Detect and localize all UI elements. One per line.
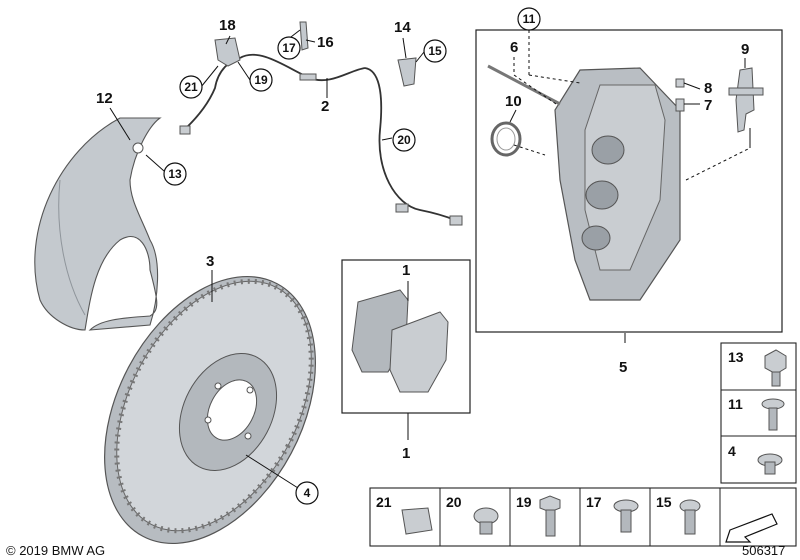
arrow-icon: [725, 513, 778, 543]
fastener-cell-17[interactable]: 17: [586, 494, 639, 533]
callout-12: 12: [96, 90, 113, 107]
dust-shield[interactable]: [34, 117, 162, 331]
callout-1b: 1: [402, 445, 410, 462]
svg-text:19: 19: [516, 494, 532, 510]
svg-text:15: 15: [656, 494, 672, 510]
callout-19: 19: [249, 68, 273, 92]
callout-8: 8: [704, 80, 712, 97]
callout-17: 17: [277, 36, 301, 60]
svg-text:13: 13: [728, 349, 744, 365]
brake-caliper[interactable]: [554, 67, 681, 301]
brake-disc[interactable]: [62, 241, 359, 560]
svg-text:13: 13: [168, 167, 182, 181]
svg-text:11: 11: [728, 396, 743, 412]
svg-text:4: 4: [304, 486, 311, 500]
fastener-cell-19[interactable]: 19: [516, 494, 561, 537]
callout-1: 1: [402, 262, 410, 279]
fastener-table-bottom: [369, 487, 797, 547]
callout-10: 10: [505, 93, 522, 110]
callout-11: 11: [517, 7, 541, 31]
svg-text:21: 21: [184, 80, 198, 94]
fastener-cell-15[interactable]: 15: [656, 494, 701, 535]
callout-13: 13: [163, 162, 187, 186]
guide-pin[interactable]: [487, 64, 561, 106]
fastener-cell-11[interactable]: 11: [728, 396, 785, 431]
callout-18: 18: [219, 17, 236, 34]
svg-text:21: 21: [376, 494, 392, 510]
svg-text:11: 11: [523, 12, 536, 26]
seal-ring[interactable]: [490, 121, 522, 157]
callout-5: 5: [619, 359, 627, 376]
callout-4: 4: [295, 481, 319, 505]
sensor-holder[interactable]: [214, 21, 417, 87]
svg-text:17: 17: [586, 494, 602, 510]
dust-cap[interactable]: [675, 78, 685, 88]
callout-15: 15: [423, 39, 447, 63]
callout-21: 21: [179, 75, 203, 99]
callout-2: 2: [321, 98, 329, 115]
diagram-id: 506317: [742, 543, 785, 558]
fastener-cell-13[interactable]: 13: [728, 349, 787, 387]
callout-16: 16: [317, 34, 334, 51]
callout-7: 7: [704, 97, 712, 114]
spring-clip[interactable]: [728, 67, 764, 133]
brake-pads[interactable]: [351, 289, 449, 393]
svg-text:19: 19: [254, 73, 268, 87]
fastener-cell-20[interactable]: 20: [446, 494, 499, 535]
bleeder-valve[interactable]: [675, 98, 685, 112]
svg-text:17: 17: [282, 41, 296, 55]
fastener-cell-21[interactable]: 21: [376, 494, 433, 535]
svg-text:4: 4: [728, 443, 736, 459]
callout-9: 9: [741, 41, 749, 58]
copyright-text: © 2019 BMW AG: [6, 543, 105, 558]
callout-20: 20: [392, 128, 416, 152]
leader-lines: [109, 29, 751, 489]
brake-pad-box: [341, 259, 471, 414]
callout-3: 3: [206, 253, 214, 270]
caliper-group-box: [475, 29, 783, 333]
svg-text:20: 20: [446, 494, 462, 510]
svg-text:15: 15: [428, 44, 442, 58]
svg-text:20: 20: [397, 133, 411, 147]
callout-14: 14: [394, 19, 411, 36]
callout-6: 6: [510, 39, 518, 56]
brake-wear-sensor-front[interactable]: [179, 53, 463, 226]
fastener-cell-4[interactable]: 4: [728, 443, 783, 475]
